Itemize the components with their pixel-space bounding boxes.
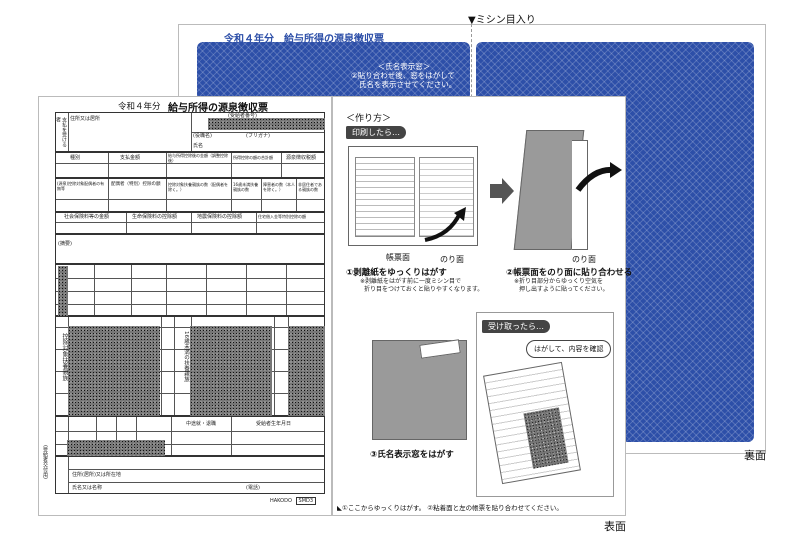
name-label: 氏名 — [193, 143, 204, 149]
payer-address-label: 住所(居所)又は所在地 — [72, 472, 121, 478]
name-window-notice: ＜氏名表示窓＞ ②貼り合わせ後、窓をはがして 氏名を表示させてください。 — [348, 61, 460, 89]
recipient-copy-label: (受給者交付用) — [42, 445, 48, 479]
life-ins-label: 生命保険料の控除額 — [132, 214, 178, 220]
step1-glue-side-label: のり面 — [440, 255, 464, 264]
step3-sheet-illustration — [372, 340, 467, 440]
under16-label: 16歳未満扶養親族の数 — [233, 182, 259, 192]
footer-brand: HAKODO SMD3 — [270, 497, 317, 505]
masked-dependent-rows — [68, 326, 160, 416]
name-window-line: ②貼り合わせ後、窓をはがして — [351, 71, 455, 80]
form-amount-table: 種別 支払金額 給与所得控除後の金額（調整控除後） 所得控除の額の合計額 源泉徴… — [55, 152, 325, 178]
front-side-label: 表面 — [604, 520, 626, 533]
nonresident-label: 非居住者である親族の数 — [298, 182, 322, 192]
form-detail-table — [55, 264, 325, 316]
print-badge: 印刷したら… — [346, 126, 406, 139]
instructions-footer: ◣①ここからゆっくりはがす。 ②粘着面と左の帳票を貼り合わせてください。 — [337, 504, 563, 512]
perforation-label: ▼ミシン目入り — [468, 15, 536, 26]
payment-label: 支払金額 — [120, 155, 141, 161]
step1-note-line: ※剥離紙をはがす前に一度ミシン目で — [360, 278, 462, 285]
received-box — [476, 312, 614, 497]
recipient-no-label: (受給者番号) — [228, 113, 257, 119]
disabled-label: 障害者の数（本人を除く。） — [263, 182, 295, 192]
masked-left-strip — [58, 266, 68, 316]
back-side-label: 裏面 — [744, 449, 766, 462]
form-title: 給与所得の源泉徴収票 — [168, 103, 268, 114]
masked-right-column — [288, 326, 325, 416]
phone-label: (電話) — [246, 485, 260, 491]
furigana-label: (フリガナ) — [246, 133, 270, 139]
dependents-label: 控除対象扶養親族の数（配偶者を除く。） — [168, 182, 228, 192]
masked-under16-rows — [190, 326, 272, 416]
midyear-label: 中途就・退職 — [186, 421, 217, 427]
birthdate-label: 受給者生年月日 — [256, 421, 292, 427]
form-year: 令和４年分 — [118, 102, 161, 112]
type-label: 種別 — [70, 155, 81, 161]
step-arrow-icon — [490, 178, 514, 204]
received-badge: 受け取ったら… — [482, 320, 550, 333]
brand-code: SMD3 — [295, 497, 317, 505]
payer-name-label: 氏名又は名称 — [72, 485, 103, 491]
social-ins-label: 社会保険料等の金額 — [64, 214, 110, 220]
brand-name: HAKODO — [270, 498, 292, 504]
name-window-line: ＜氏名表示窓＞ — [377, 62, 431, 71]
step1-title: ①剥離紙をゆっくりはがす — [346, 268, 447, 278]
step2-title: ②帳票面をのり面に貼り合わせる — [506, 268, 633, 278]
tax-label: 源泉徴収税額 — [286, 155, 317, 161]
form-summary-box: (摘要) — [55, 234, 325, 264]
under16-section-label: 16歳未満の扶養親族 — [183, 331, 189, 382]
quake-ins-label: 地震保険料の控除額 — [197, 214, 243, 220]
step2-note-line: 押し出すように貼ってください。 — [519, 286, 609, 293]
received-bubble: はがして、内容を確認 — [526, 340, 612, 358]
spouse-label: (源泉)控除対象配偶者の有無等 — [57, 181, 105, 191]
step1-peel-arrow — [424, 207, 466, 242]
spouse-deduction-label: 配偶者（特別）控除の額 — [111, 182, 161, 187]
housing-loan-label: 住宅借入金等特別控除の額 — [258, 214, 306, 219]
form-payer-block: 住所(居所)又は所在地 氏名又は名称 (電話) — [55, 456, 325, 494]
form-dependents-table: (源泉)控除対象配偶者の有無等 配偶者（特別）控除の額 控除対象扶養親族の数（配… — [55, 178, 325, 212]
instructions-footer-text: ①ここからゆっくりはがす。 ②粘着面と左の帳票を貼り合わせてください。 — [342, 504, 563, 512]
after-deduction-label: 給与所得控除後の金額（調整控除後） — [168, 153, 228, 163]
name-window-line: 氏名を表示させてください。 — [359, 80, 457, 89]
instructions-heading: ＜作り方＞ — [346, 114, 392, 124]
step2-glue-side-label: のり面 — [572, 255, 596, 264]
step1-form-illustration — [348, 146, 478, 246]
summary-label: (摘要) — [58, 241, 72, 247]
back-sheet-title: 令和４年分 給与所得の源泉徴収票 — [224, 34, 384, 45]
address-label: 支払を受ける者 — [55, 117, 67, 147]
step1-slip-side-label: 帳票面 — [386, 253, 410, 262]
step2-glue-sheet — [572, 140, 588, 250]
dependents-section-label: 控除対象扶養親族 — [61, 333, 68, 381]
step2-fold-arrow — [575, 162, 622, 192]
step3-title: ③氏名表示窓をはがす — [370, 450, 454, 460]
job-label: (役職名) — [193, 133, 212, 139]
step1-note-line: 折り目をつけておくと貼りやすくなります。 — [364, 286, 484, 293]
address-label-2: 住所又は居所 — [70, 116, 101, 122]
deduction-total-label: 所得控除の額の合計額 — [233, 155, 273, 160]
step2-note-line: ※折り目部分からゆっくり空気を — [514, 278, 604, 285]
masked-bottom-cells — [67, 440, 165, 456]
masked-recipient-number — [208, 118, 325, 130]
form-insurance-table: 社会保険料等の金額 生命保険料の控除額 地震保険料の控除額 住宅借入金等特別控除… — [55, 212, 325, 234]
